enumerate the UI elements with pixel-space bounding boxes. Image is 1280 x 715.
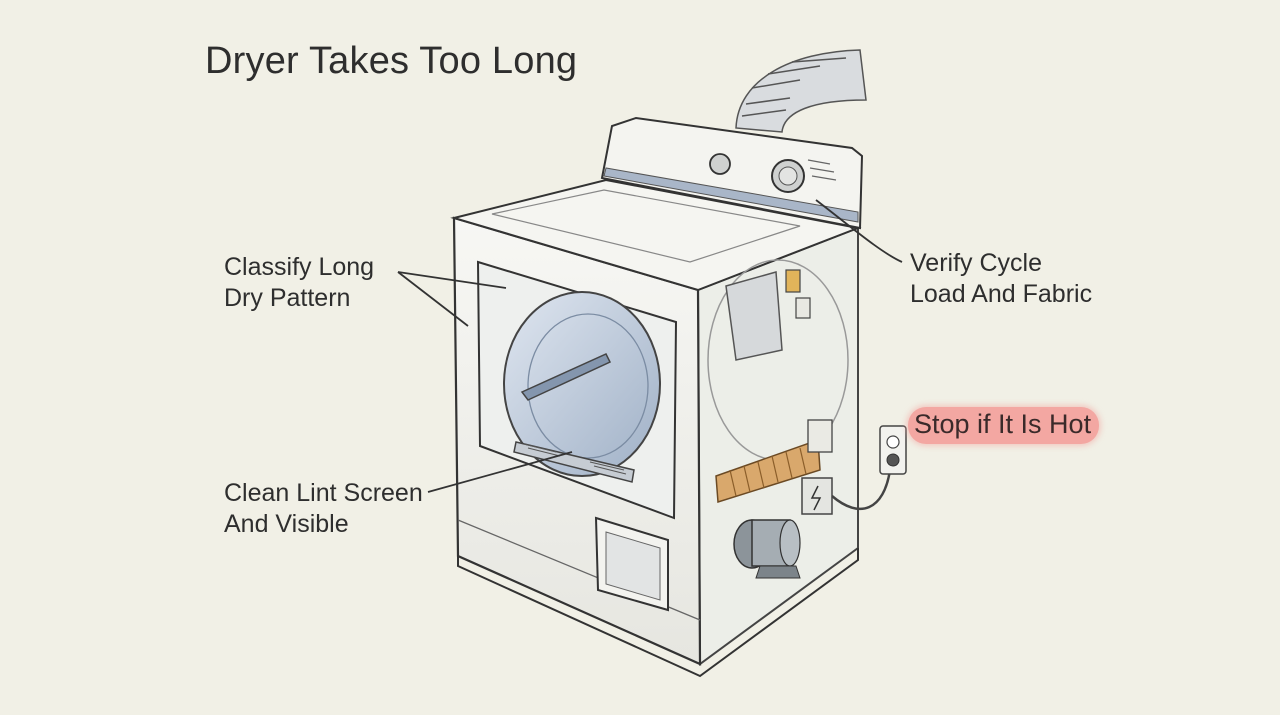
callout-stop-hot: Stop if It Is Hot — [908, 407, 1100, 444]
leader-lines — [397, 199, 903, 493]
callout-verify-cycle: Verify Cycle Load And Fabric — [910, 248, 1092, 310]
callout-line: Load And Fabric — [910, 280, 1093, 308]
exhaust-duct — [735, 49, 867, 133]
callout-line: Dry Pattern — [224, 284, 351, 312]
lint-screen — [513, 441, 635, 483]
diagram-title: Dryer Takes Too Long — [205, 40, 578, 82]
heater-element — [715, 438, 821, 503]
thermostat — [785, 269, 801, 293]
callout-line: Verify Cycle — [910, 249, 1042, 277]
electrical-box — [801, 477, 833, 515]
callout-line: And Visible — [224, 510, 349, 538]
wall-outlet — [879, 425, 907, 475]
callout-classify-pattern: Classify Long Dry Pattern — [224, 252, 374, 314]
power-cord — [831, 469, 892, 511]
callout-line: Classify Long — [224, 253, 375, 281]
control-panel — [600, 116, 864, 230]
callout-clean-lint: Clean Lint Screen And Visible — [224, 478, 423, 540]
callout-line: Clean Lint Screen — [224, 479, 423, 507]
vent-grille — [725, 271, 783, 361]
drum-baffle — [520, 353, 612, 401]
motor — [733, 519, 801, 579]
